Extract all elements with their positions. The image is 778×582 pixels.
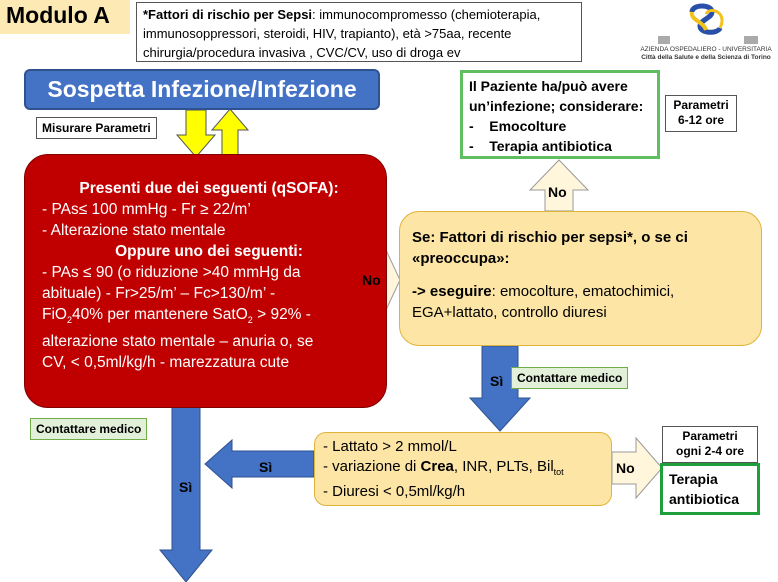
lab-line-3: - Diuresi < 0,5ml/kg/h: [323, 483, 466, 500]
risk-factors-heading: *Fattori di rischio per Sepsi: [143, 7, 313, 22]
sepsis-risk-factors-note: *Fattori di rischio per Sepsi: immunocom…: [136, 2, 582, 62]
si-arrow-down-2: [158, 401, 214, 582]
qsofa-subheading: Oppure uno dei seguenti:: [115, 243, 303, 260]
contact-doctor-label-1: Contattare medico: [511, 367, 629, 389]
qsofa-line-5: FiO240% per mantenere SatO2 > 92% -: [42, 306, 311, 326]
no-label-1: No: [362, 272, 381, 288]
qsofa-line-1: - PAs≤ 100 mmHg - Fr ≥ 22/m’: [42, 201, 251, 218]
si-label-2: Sì: [259, 459, 273, 475]
contact-doctor-label-2: Contattare medico: [30, 418, 148, 440]
no-label-2: No: [548, 184, 567, 200]
consider-item-2: - Terapia antibiotica: [469, 138, 612, 154]
qsofa-line-6: alterazione stato mentale – anuria o, se: [42, 333, 314, 351]
si-label-3: Sì: [179, 479, 193, 495]
lab-line-1: - Lattato > 2 mmol/L: [323, 438, 457, 455]
si-arrow-left: [204, 438, 315, 490]
lab-criteria-box: - Lattato > 2 mmol/L - variazione di Cre…: [314, 432, 612, 506]
consider-line-1: Il Paziente ha/può avere: [469, 78, 628, 94]
risk-action-line-4: EGA+lattato, controllo diuresi: [412, 304, 607, 321]
parameters-6-12-label: Parametri 6-12 ore: [665, 95, 737, 132]
si-label-1: Sì: [490, 373, 504, 389]
lab-line-2: - variazione di Crea, INR, PLTs, Biltot: [323, 458, 564, 477]
risk-action-line-2: «preoccupa»:: [412, 250, 510, 267]
module-title: Modulo A: [0, 0, 130, 34]
antibiotic-therapy-box: Terapia antibiotica: [660, 463, 760, 515]
logo-mark-icon: [658, 3, 758, 44]
suspected-infection-title: Sospetta Infezione/Infezione: [24, 69, 380, 110]
logo-line-2: Città della Salute e della Scienza di To…: [641, 54, 771, 61]
parameters-2-4-label: Parametri ogni 2-4 ore: [662, 426, 758, 463]
qsofa-heading: Presenti due dei seguenti (qSOFA):: [79, 180, 339, 197]
qsofa-line-7: CV, < 0,5ml/kg/h - marezzatura cute: [42, 354, 290, 372]
qsofa-criteria-box: Presenti due dei seguenti (qSOFA): - PAs…: [24, 154, 387, 408]
no-label-3: No: [616, 460, 635, 476]
qsofa-line-3: - PAs ≤ 90 (o riduzione >40 mmHg da: [42, 264, 301, 281]
risk-factors-text: : immunocompromesso (chemioterapia, immu…: [143, 7, 541, 60]
risk-action-line-3: -> eseguire: emocolture, ematochimici,: [412, 283, 675, 300]
no-arrow-up: [528, 159, 590, 212]
consider-treatment-box: Il Paziente ha/può avere un’infezione; c…: [460, 70, 660, 159]
no-arrow-right-2: [611, 436, 663, 500]
consider-item-1: - Emocolture: [469, 118, 567, 134]
consider-line-2: un’infezione; considerare:: [469, 98, 644, 114]
qsofa-line-2: - Alterazione stato mentale: [42, 222, 226, 239]
down-arrow-yellow: [175, 109, 217, 158]
risk-factors-action-box: Se: Fattori di rischio per sepsi*, o se …: [399, 211, 762, 346]
measure-parameters-label: Misurare Parametri: [36, 117, 157, 139]
qsofa-line-4: abituale) - Fr>25/m’ – Fc>130/m’ -: [42, 285, 276, 302]
logo-caption: AZIENDA OSPEDALIERO - UNIVERSITARIA Citt…: [636, 46, 776, 62]
logo-line-1: AZIENDA OSPEDALIERO - UNIVERSITARIA: [640, 46, 772, 53]
hospital-logo: AZIENDA OSPEDALIERO - UNIVERSITARIA Citt…: [640, 2, 776, 70]
risk-action-line-1: Se: Fattori di rischio per sepsi*, o se …: [412, 229, 688, 246]
